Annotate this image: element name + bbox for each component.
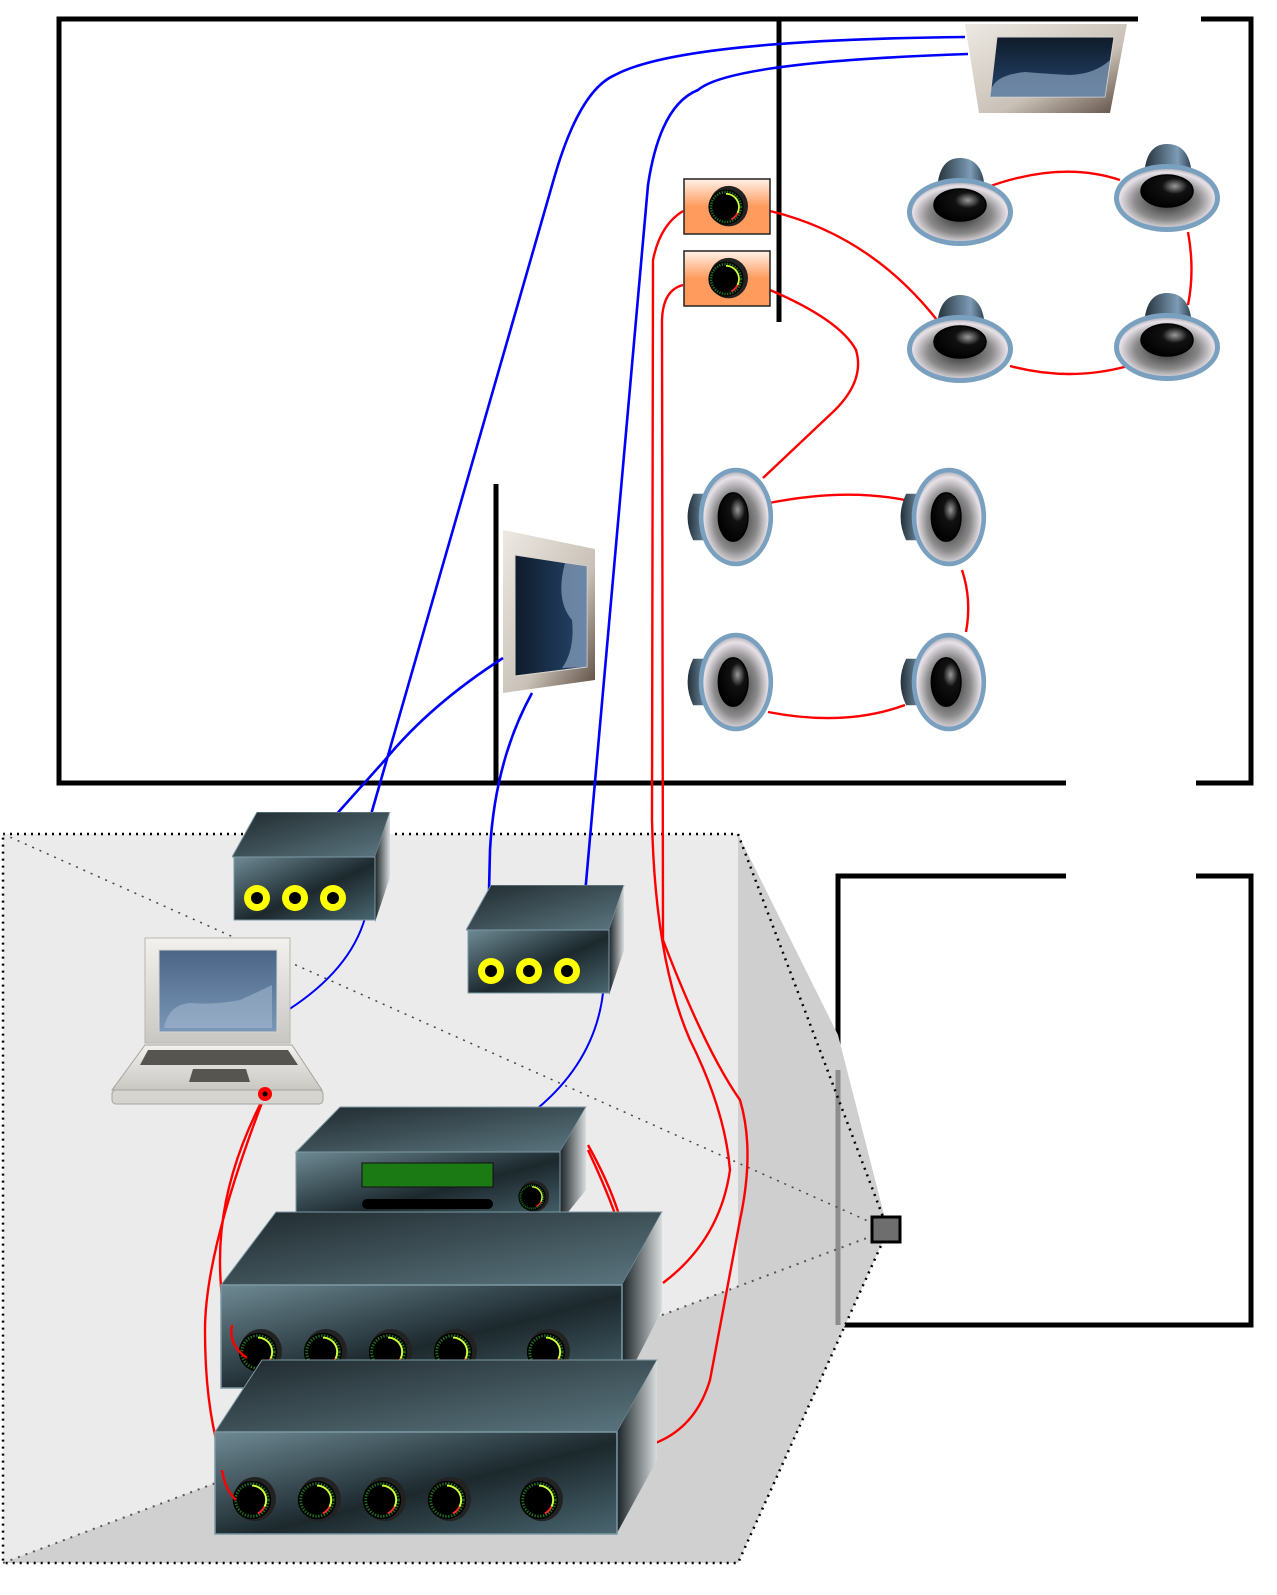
main-room-wall-right: [1196, 16, 1254, 786]
video-cable: [257, 656, 504, 903]
speaker-icon[interactable]: [906, 294, 1014, 384]
video-cable: [537, 992, 604, 1109]
video-cable: [485, 692, 534, 974]
speaker-cable: [960, 569, 970, 633]
volume-control-1[interactable]: [683, 178, 771, 235]
amp-cable: [650, 209, 732, 1284]
speaker-cable: [984, 170, 1121, 190]
player-icon: [294, 1106, 587, 1153]
speaker-icon[interactable]: [686, 466, 774, 568]
wall-speakers: [686, 466, 987, 733]
main-room-wall: [56, 16, 1138, 786]
video-cable: [287, 917, 366, 1011]
speaker-cable: [1009, 364, 1129, 376]
speaker-cable: [769, 209, 938, 321]
speaker-icon[interactable]: [899, 466, 987, 568]
equipment-room-wall: [835, 873, 1254, 1328]
rack-marker-icon[interactable]: [870, 1215, 902, 1244]
speaker-cable: [767, 703, 906, 720]
video-cables: [257, 35, 969, 1109]
amplifier-icon: [219, 1211, 663, 1286]
video-cable: [576, 52, 969, 974]
ceiling-speakers: [906, 143, 1221, 384]
amp-cable: [649, 283, 749, 1447]
speaker-cable: [762, 288, 860, 479]
speaker-icon[interactable]: [899, 631, 987, 733]
ceiling-display[interactable]: [965, 24, 1127, 113]
video-cable: [343, 35, 966, 906]
floor-plan: [56, 16, 1254, 1328]
speaker-icon[interactable]: [906, 157, 1014, 247]
rca-box-icon[interactable]: [466, 885, 625, 995]
laptop[interactable]: [111, 937, 324, 1105]
media-player[interactable]: [294, 1106, 587, 1223]
player-display: [361, 1162, 494, 1188]
speaker-cable: [1186, 231, 1193, 306]
disc-slot[interactable]: [362, 1199, 493, 1209]
speaker-icon[interactable]: [1113, 292, 1221, 382]
wall-display[interactable]: [503, 530, 595, 693]
speaker-cable: [768, 493, 906, 505]
amplifier-icon: [214, 1359, 658, 1433]
speaker-icon[interactable]: [686, 631, 774, 733]
rca-box-icon[interactable]: [232, 812, 391, 922]
speaker-icon[interactable]: [1113, 143, 1221, 233]
volume-control-2[interactable]: [683, 250, 771, 307]
amplifier-2[interactable]: [214, 1359, 658, 1535]
cable-terminations: [220, 1324, 248, 1501]
